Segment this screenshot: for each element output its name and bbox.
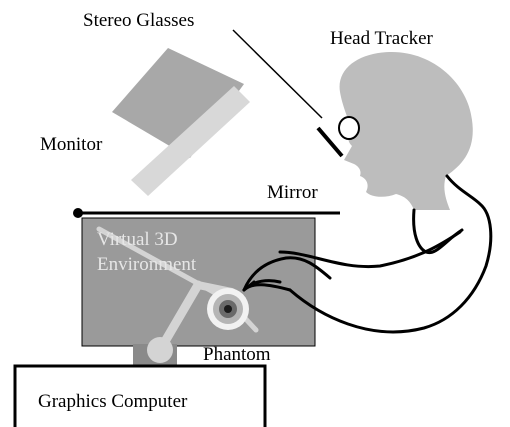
monitor-screen	[131, 86, 250, 196]
graphics-computer-label: Graphics Computer	[38, 391, 188, 412]
monitor-body	[112, 48, 244, 158]
mirror	[73, 208, 340, 218]
head-tracker-label: Head Tracker	[330, 28, 434, 49]
monitor-label: Monitor	[40, 134, 103, 155]
monitor	[112, 48, 250, 196]
phantom-base-joint	[147, 337, 173, 363]
virtual-environment-label-line1: Virtual 3D	[97, 229, 178, 250]
graphics-computer-box	[13, 364, 267, 427]
haptic-target-icon	[207, 288, 249, 330]
mirror-label: Mirror	[267, 182, 318, 203]
phantom-label: Phantom	[203, 344, 271, 365]
stereo-glasses-icon	[316, 116, 360, 158]
user-head	[339, 52, 473, 210]
stereo-glasses-pointer	[232, 29, 323, 119]
user-body-outline	[242, 174, 493, 334]
stereo-glasses-label: Stereo Glasses	[83, 10, 194, 31]
virtual-environment-label-line2: Environment	[97, 254, 197, 275]
